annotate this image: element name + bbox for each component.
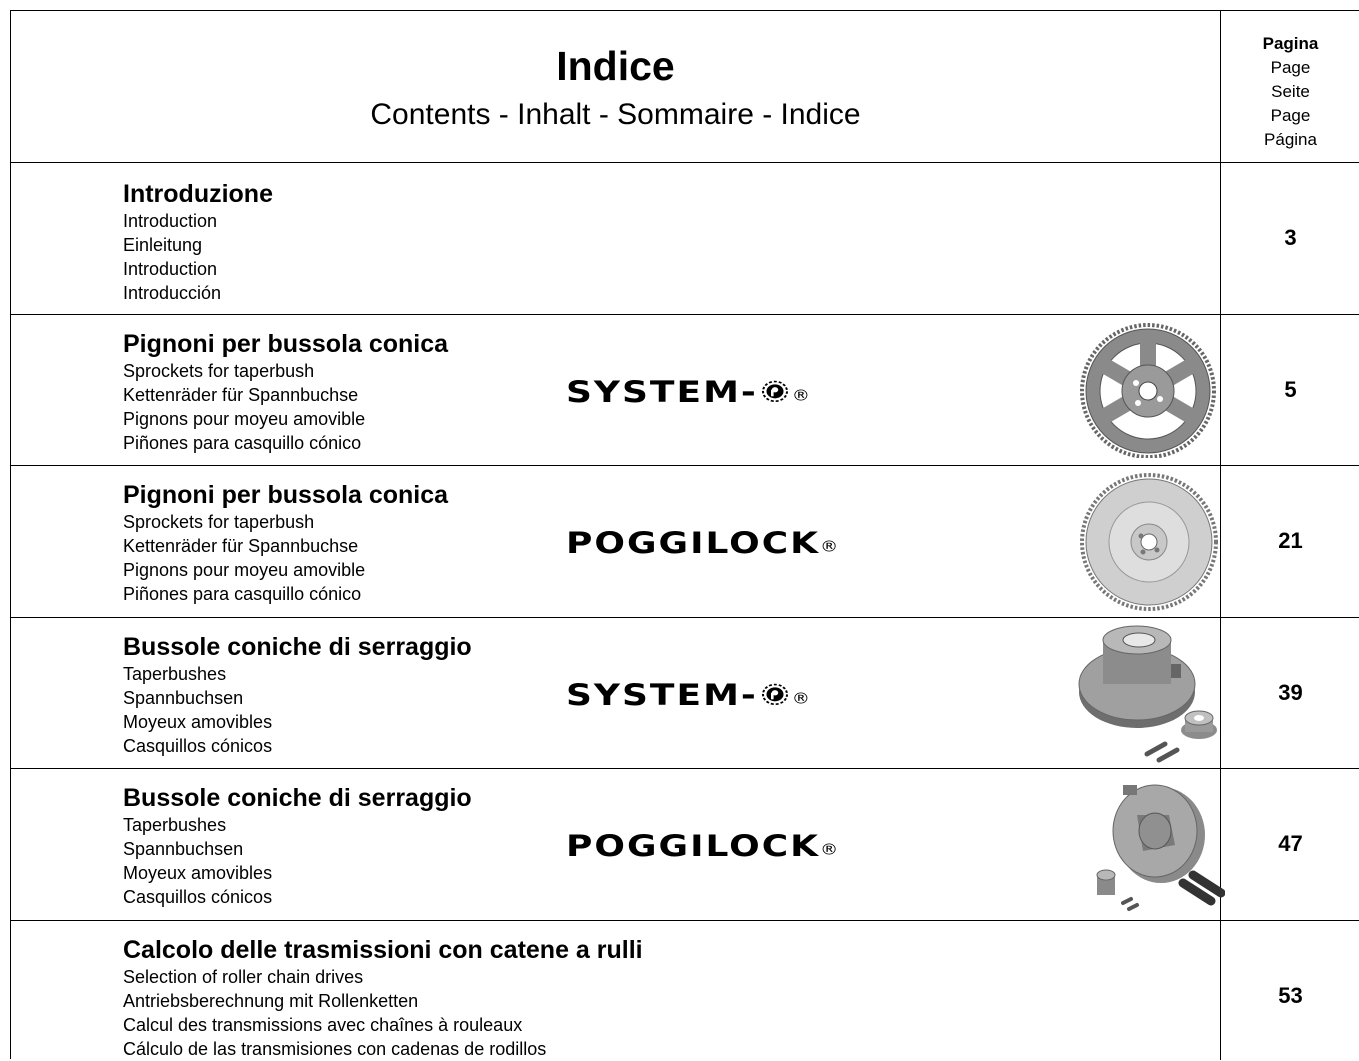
section-text: Bussole coniche di serraggio Taperbushes… <box>123 632 472 758</box>
gear-p-icon <box>761 380 788 403</box>
section-title: Bussole coniche di serraggio <box>123 784 472 812</box>
section-line: Kettenräder für Spannbuchse <box>123 536 359 556</box>
registered-mark: ® <box>820 841 839 859</box>
section-line: Spannbuchsen <box>123 688 244 708</box>
section-line: Introducción <box>123 283 222 303</box>
sprocket-plate-image <box>1080 473 1218 611</box>
system-p-logo: SYSTEM-® <box>566 375 810 410</box>
page-number: 5 <box>1284 377 1297 402</box>
taperbush-flanged-image <box>1078 625 1217 763</box>
page-subtitle: Contents - Inhalt - Sommaire - Indice <box>370 98 861 131</box>
page-number: 53 <box>1278 983 1303 1008</box>
page-label-en: Page <box>1270 58 1311 77</box>
section-text: Calcolo delle trasmissioni con catene a … <box>123 935 643 1061</box>
poggilock-logo: POGGILOCK® <box>566 526 839 561</box>
section-text: Introduzione Introduction Einleitung Int… <box>123 179 273 305</box>
section-line: Taperbushes <box>123 815 227 835</box>
index-row-sprockets-system-p: Pignoni per bussola conica Sprockets for… <box>11 315 1359 466</box>
taperbush-split-image <box>1096 784 1225 911</box>
section-line: Pignons pour moyeu amovible <box>123 409 366 429</box>
page-label-de: Seite <box>1271 82 1310 101</box>
registered-mark: ® <box>820 538 839 556</box>
section-line: Casquillos cónicos <box>123 887 273 907</box>
index-row-taperbushes-poggilock: Bussole coniche di serraggio Taperbushes… <box>11 769 1359 921</box>
section-title: Pignoni per bussola conica <box>123 330 449 358</box>
section-line: Introduction <box>123 259 218 279</box>
page-title: Indice <box>556 43 675 89</box>
index-header: Indice Contents - Inhalt - Sommaire - In… <box>11 11 1359 163</box>
section-line: Piñones para casquillo cónico <box>123 433 362 453</box>
section-line: Calcul des transmissions avec chaînes à … <box>123 1015 523 1035</box>
page-label-it: Pagina <box>1262 34 1319 53</box>
section-text: Pignoni per bussola conica Sprockets for… <box>123 329 448 455</box>
poggilock-logo: POGGILOCK® <box>566 829 839 864</box>
registered-mark: ® <box>791 387 810 405</box>
section-line: Casquillos cónicos <box>123 736 273 756</box>
gear-p-icon <box>761 683 788 706</box>
system-p-logo: SYSTEM-® <box>566 678 810 713</box>
page-label-fr: Page <box>1270 106 1311 125</box>
section-line: Cálculo de las transmisiones con cadenas… <box>123 1039 547 1059</box>
section-line: Sprockets for taperbush <box>123 512 315 532</box>
section-line: Pignons pour moyeu amovible <box>123 560 366 580</box>
index-table: Indice Contents - Inhalt - Sommaire - In… <box>10 10 1359 1061</box>
page-number: 21 <box>1278 528 1303 553</box>
sprocket-spoked-image <box>1080 323 1216 458</box>
page-column-divider <box>1220 11 1221 1060</box>
section-line: Moyeux amovibles <box>123 863 273 883</box>
section-line: Introduction <box>123 211 218 231</box>
section-line: Selection of roller chain drives <box>123 967 364 987</box>
index-row-introduction: Introduzione Introduction Einleitung Int… <box>11 163 1359 315</box>
section-line: Kettenräder für Spannbuchse <box>123 385 359 405</box>
section-line: Piñones para casquillo cónico <box>123 584 362 604</box>
section-line: Taperbushes <box>123 664 227 684</box>
section-title: Calcolo delle trasmissioni con catene a … <box>123 936 643 964</box>
section-text: Pignoni per bussola conica Sprockets for… <box>123 480 448 606</box>
registered-mark: ® <box>791 690 810 708</box>
index-row-sprockets-poggilock: Pignoni per bussola conica Sprockets for… <box>11 466 1359 618</box>
index-row-chain-drive-selection: Calcolo delle trasmissioni con catene a … <box>11 921 1359 1061</box>
index-row-taperbushes-system-p: Bussole coniche di serraggio Taperbushes… <box>11 618 1359 769</box>
section-line: Sprockets for taperbush <box>123 361 315 381</box>
page-label-es: Página <box>1264 130 1317 149</box>
page-column-header: Pagina Page Seite Page Página <box>1221 32 1359 152</box>
section-line: Einleitung <box>123 235 203 255</box>
section-title: Bussole coniche di serraggio <box>123 633 472 661</box>
section-title: Introduzione <box>123 180 273 208</box>
section-line: Moyeux amovibles <box>123 712 273 732</box>
section-line: Spannbuchsen <box>123 839 244 859</box>
section-text: Bussole coniche di serraggio Taperbushes… <box>123 783 472 909</box>
section-title: Pignoni per bussola conica <box>123 481 449 509</box>
section-line: Antriebsberechnung mit Rollenketten <box>123 991 419 1011</box>
page-number: 39 <box>1278 680 1303 705</box>
page-number: 3 <box>1284 225 1297 250</box>
page-number: 47 <box>1278 831 1303 856</box>
